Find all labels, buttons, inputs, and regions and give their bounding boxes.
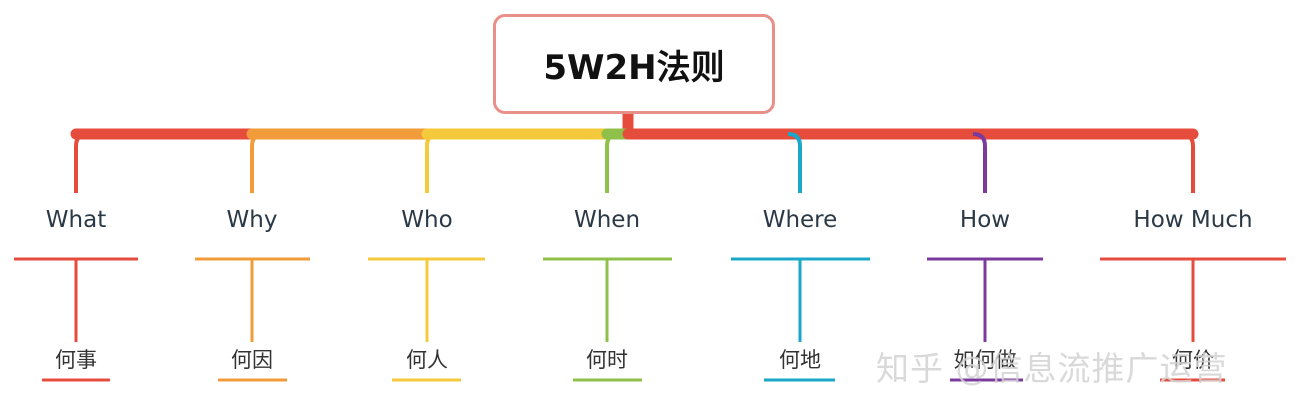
branch-drop-5 [972,132,987,193]
branch-drop-1 [250,132,265,193]
branch-drop-4 [787,132,802,193]
root-node: 5W2H法则 [493,14,775,114]
root-label: 5W2H法则 [543,47,725,88]
branch-who: Who [401,207,453,233]
leaf-how: 如何做 [953,348,1017,372]
leaf-where: 何地 [779,348,821,372]
branch-when: When [573,207,641,233]
branch-drop-3 [605,132,620,193]
leaf-when: 何时 [586,348,628,372]
branch-drop-0 [74,132,89,193]
branch-drop-6 [1180,132,1195,193]
branch-where: Where [762,207,838,233]
branch-drop-2 [425,132,440,193]
branch-what: What [45,207,107,233]
leaf-how-much: 何价 [1172,348,1214,372]
leaf-what: 何事 [55,348,97,372]
leaf-why: 何因 [231,348,273,372]
branch-how-much: How Much [1133,207,1253,233]
branch-how: How [959,207,1011,233]
branch-why: Why [226,207,278,233]
leaf-who: 何人 [406,348,448,372]
watermark: 知乎 @信息流推广运营 [876,349,1228,388]
